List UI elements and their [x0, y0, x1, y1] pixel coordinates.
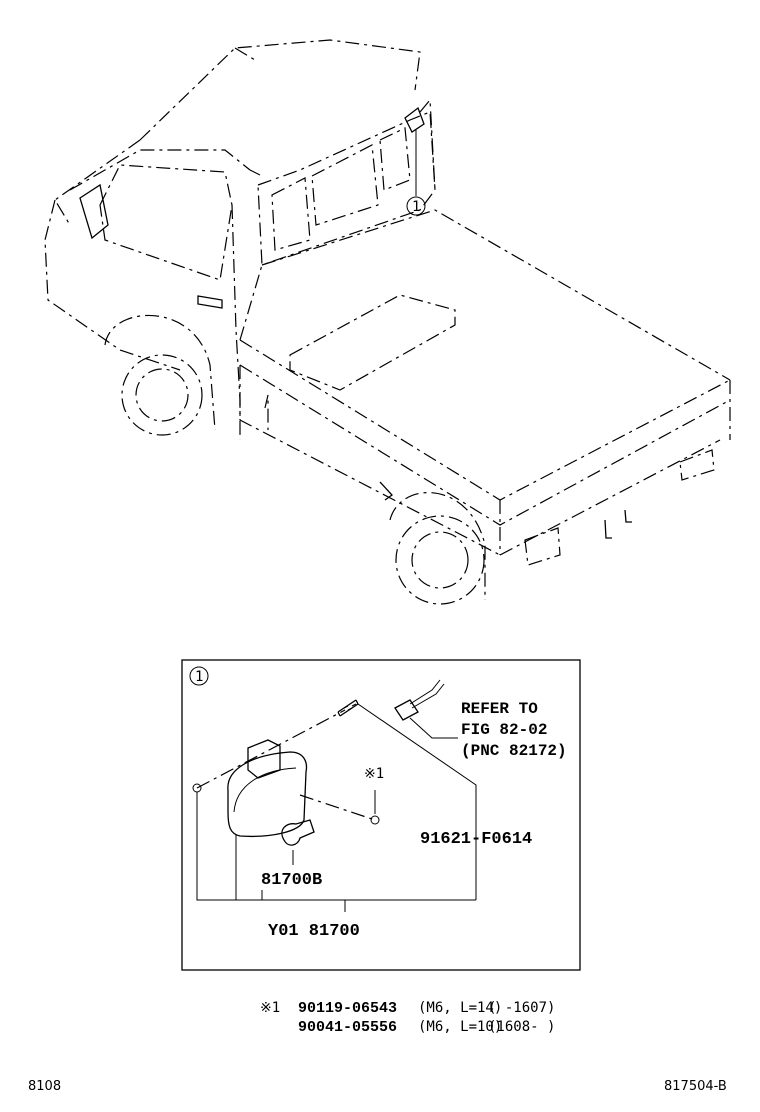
refer-fig-label: FIG 82-02	[461, 721, 547, 739]
truck-illustration: 1	[44, 39, 731, 605]
note-1-part: 90119-06543	[298, 1000, 397, 1017]
inset-marker: 1	[195, 669, 203, 685]
part-notes: ※1 90119-06543 (M6, L=14) ( -1607) 90041…	[260, 1000, 555, 1036]
screw-icon	[370, 815, 380, 825]
lamp-housing-icon	[227, 751, 308, 838]
note-2-spec: (M6, L=10)	[418, 1019, 502, 1035]
lamp-socket-icon	[247, 739, 281, 779]
inset-detail: 1 REFER TO FIG 82-02 (PNC 82172)	[181, 659, 581, 971]
refer-pnc-label: (PNC 82172)	[461, 742, 567, 760]
bulb-icon	[281, 819, 315, 846]
footer-left-code: 8108	[28, 1079, 61, 1094]
note-1-spec: (M6, L=14)	[418, 1000, 502, 1016]
bolt-icon	[337, 699, 359, 717]
refer-to-label: REFER TO	[461, 700, 538, 718]
connector-icon	[394, 699, 419, 721]
note-1-mark: ※1	[260, 1000, 280, 1016]
view-marker: 1	[412, 199, 420, 215]
screw-mark-label: ※1	[364, 766, 384, 782]
note-2-range: (1608- )	[488, 1019, 555, 1035]
part-bracket-label: 91621-F0614	[420, 830, 532, 849]
part-assembly-label: Y01 81700	[268, 922, 360, 941]
footer-right-code: 817504-B	[664, 1079, 727, 1094]
part-bulb-label: 81700B	[261, 871, 322, 890]
note-2-part: 90041-05556	[298, 1019, 397, 1036]
note-1-range: ( -1607)	[488, 1000, 555, 1016]
